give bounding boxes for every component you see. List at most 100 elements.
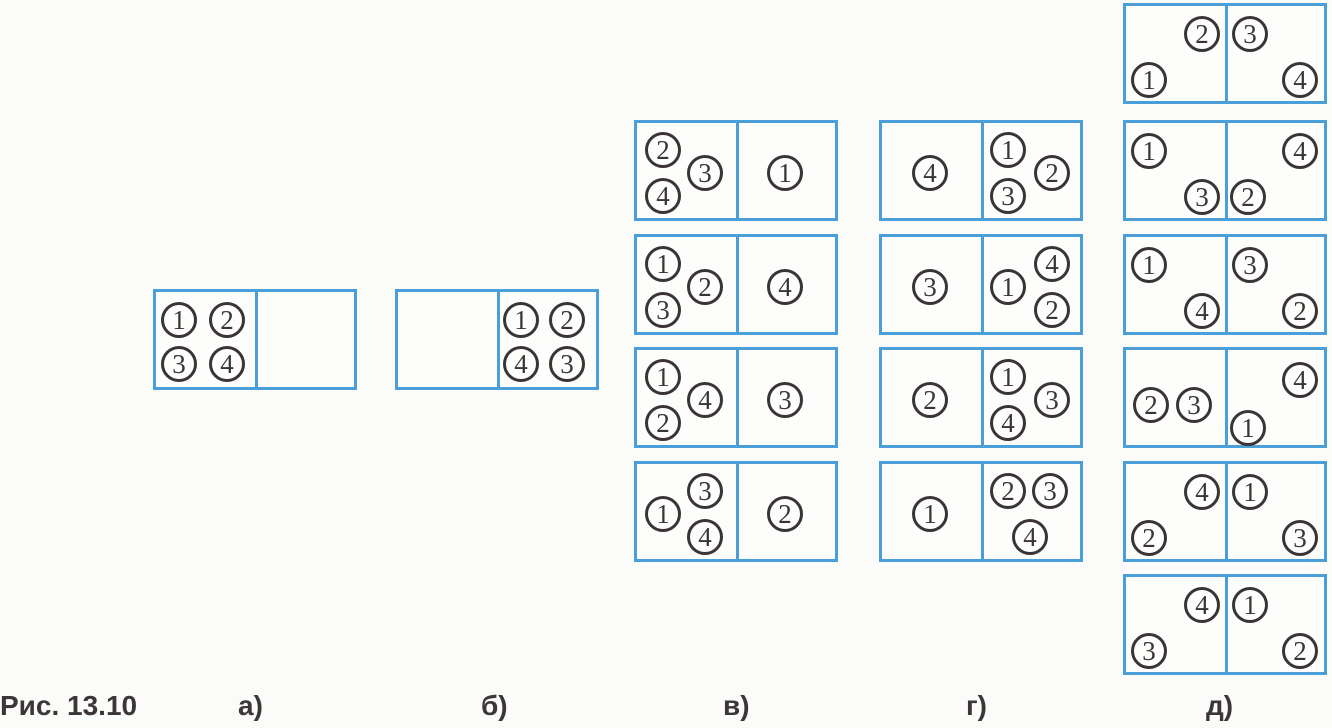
ball: 3 — [1131, 633, 1167, 669]
ball: 1 — [645, 359, 681, 395]
panel-d-divider — [1225, 123, 1228, 218]
ball: 4 — [503, 346, 539, 382]
ball: 2 — [1282, 293, 1318, 329]
ball: 1 — [161, 302, 197, 338]
panel-a-box: 1 2 3 4 — [153, 289, 357, 390]
ball: 2 — [687, 269, 723, 305]
panel-d-box-4: 2 3 4 1 — [1123, 347, 1327, 448]
panel-g-divider — [981, 350, 984, 445]
panel-d-box-6: 4 3 1 2 — [1123, 574, 1327, 675]
panel-v-box-3: 1 4 2 3 — [634, 347, 838, 448]
ball: 3 — [990, 178, 1026, 214]
panel-label-a: а) — [238, 690, 263, 721]
ball: 2 — [1133, 387, 1169, 423]
panel-g-divider — [981, 237, 984, 332]
ball: 1 — [503, 302, 539, 338]
ball: 1 — [645, 496, 681, 532]
ball: 4 — [209, 346, 245, 382]
ball: 4 — [1012, 519, 1048, 555]
ball: 3 — [1032, 473, 1068, 509]
ball: 3 — [1232, 16, 1268, 52]
panel-g-box-1: 4 1 2 3 — [879, 120, 1083, 221]
ball: 2 — [645, 405, 681, 441]
ball: 4 — [990, 405, 1026, 441]
ball: 2 — [912, 382, 948, 418]
panel-v-box-4: 1 3 4 2 — [634, 461, 838, 562]
panel-d-divider — [1225, 577, 1228, 672]
ball: 4 — [687, 382, 723, 418]
ball: 1 — [767, 155, 803, 191]
ball: 4 — [1184, 293, 1220, 329]
ball: 2 — [1034, 292, 1070, 328]
panel-v-divider — [736, 237, 739, 332]
panel-b-box: 1 2 4 3 — [395, 289, 599, 390]
panel-d-box-1: 2 1 3 4 — [1123, 3, 1327, 104]
panel-v-box-1: 2 3 4 1 — [634, 120, 838, 221]
ball: 3 — [1034, 382, 1070, 418]
ball: 3 — [912, 269, 948, 305]
panel-g-divider — [981, 123, 984, 218]
ball: 3 — [1176, 387, 1212, 423]
panel-g-divider — [981, 464, 984, 559]
panel-d-box-5: 4 2 1 3 — [1123, 461, 1327, 562]
ball: 3 — [1282, 520, 1318, 556]
ball: 4 — [1282, 133, 1318, 169]
ball: 2 — [645, 132, 681, 168]
ball: 4 — [1282, 62, 1318, 98]
panel-d-divider — [1225, 6, 1228, 101]
ball: 2 — [1230, 179, 1266, 215]
ball: 3 — [687, 473, 723, 509]
ball: 2 — [1184, 16, 1220, 52]
ball: 3 — [767, 382, 803, 418]
panel-g-box-4: 1 2 3 4 — [879, 461, 1083, 562]
ball: 1 — [1230, 410, 1266, 446]
ball: 2 — [209, 302, 245, 338]
ball: 1 — [990, 132, 1026, 168]
ball: 4 — [767, 269, 803, 305]
ball: 4 — [1034, 246, 1070, 282]
panel-b-divider — [497, 292, 500, 387]
ball: 3 — [687, 155, 723, 191]
ball: 3 — [645, 292, 681, 328]
panel-label-b: б) — [481, 690, 508, 721]
panel-d-divider — [1225, 464, 1228, 559]
panel-g-box-2: 3 1 4 2 — [879, 234, 1083, 335]
panel-v-box-2: 1 2 3 4 — [634, 234, 838, 335]
ball: 3 — [1184, 179, 1220, 215]
ball: 2 — [549, 302, 585, 338]
panel-label-v: в) — [723, 690, 750, 721]
panel-v-divider — [736, 123, 739, 218]
ball: 4 — [645, 178, 681, 214]
panel-label-g: г) — [966, 690, 987, 721]
ball: 3 — [549, 346, 585, 382]
panel-d-divider — [1225, 237, 1228, 332]
ball: 2 — [1034, 155, 1070, 191]
ball: 1 — [990, 269, 1026, 305]
ball: 4 — [1282, 362, 1318, 398]
panel-d-divider — [1225, 350, 1228, 445]
ball: 2 — [990, 473, 1026, 509]
ball: 1 — [1131, 247, 1167, 283]
ball: 1 — [1131, 133, 1167, 169]
ball: 4 — [687, 519, 723, 555]
ball: 1 — [912, 496, 948, 532]
panel-d-box-3: 1 4 3 2 — [1123, 234, 1327, 335]
panel-v-divider — [736, 464, 739, 559]
ball: 2 — [1131, 520, 1167, 556]
panel-a-divider — [255, 292, 258, 387]
ball: 1 — [645, 246, 681, 282]
ball: 1 — [1232, 474, 1268, 510]
panel-v-divider — [736, 350, 739, 445]
ball: 2 — [1282, 633, 1318, 669]
ball: 1 — [990, 359, 1026, 395]
ball: 2 — [767, 496, 803, 532]
panel-label-d: д) — [1206, 690, 1234, 721]
ball: 3 — [1232, 247, 1268, 283]
panel-d-box-2: 1 3 4 2 — [1123, 120, 1327, 221]
ball: 4 — [912, 155, 948, 191]
panel-g-box-3: 2 1 3 4 — [879, 347, 1083, 448]
figure-caption: Рис. 13.10 — [0, 690, 138, 721]
ball: 1 — [1131, 62, 1167, 98]
ball: 3 — [161, 346, 197, 382]
ball: 4 — [1184, 587, 1220, 623]
